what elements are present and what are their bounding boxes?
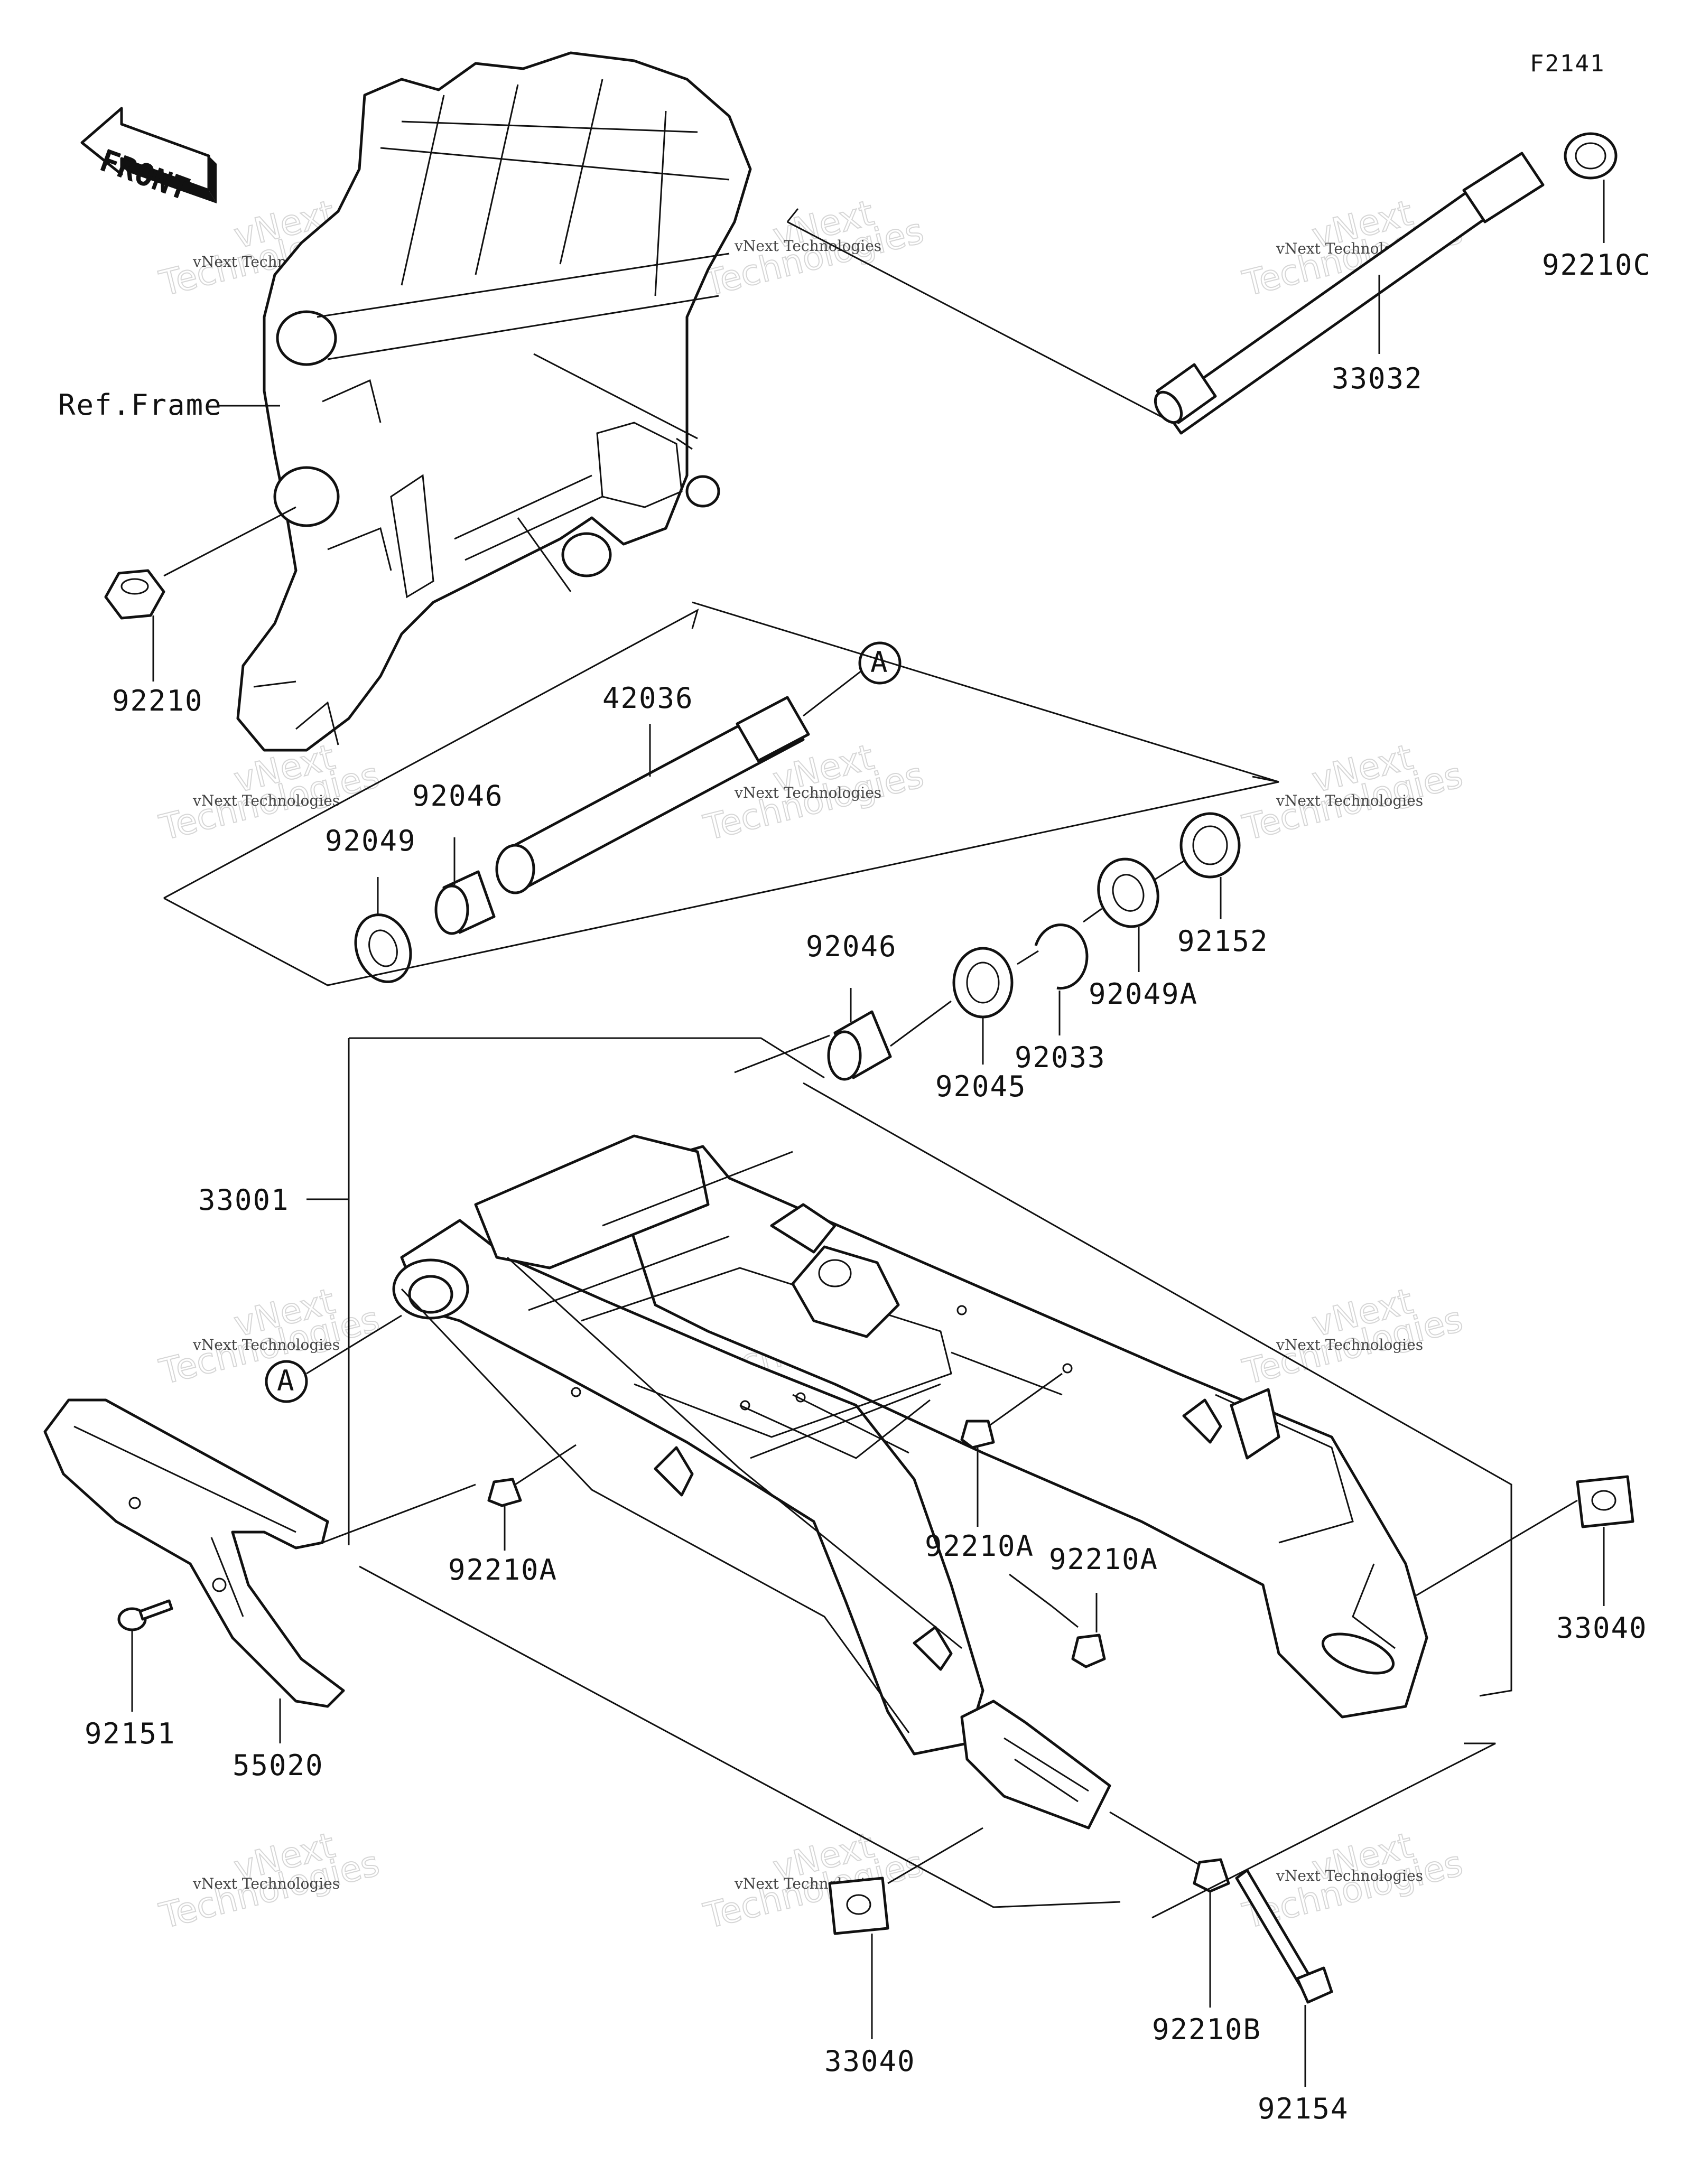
part-label-92210A-middle[interactable]: 92210A <box>925 1529 1034 1563</box>
part-label-92152[interactable]: 92152 <box>1177 925 1269 958</box>
svg-text:vNext Technologies: vNext Technologies <box>1276 792 1423 809</box>
watermark: Technologies vNext vNext Technologies <box>1238 736 1467 849</box>
svg-text:vNext Technologies: vNext Technologies <box>1276 1336 1423 1354</box>
part-label-92210[interactable]: 92210 <box>112 684 203 717</box>
circlip-92033 <box>1034 923 1089 990</box>
part-label-42036[interactable]: 42036 <box>602 682 694 715</box>
bearing-92046-upper <box>434 870 496 935</box>
part-label-92151[interactable]: 92151 <box>85 1717 176 1750</box>
svg-text:vNext Technologies: vNext Technologies <box>1276 1867 1423 1884</box>
part-label-92210A-lower[interactable]: 92210A <box>1049 1543 1158 1576</box>
nut-92210C <box>1564 132 1618 180</box>
part-label-33040-left[interactable]: 33040 <box>824 2045 916 2078</box>
part-label-33040-right[interactable]: 33040 <box>1556 1611 1648 1645</box>
diagram-code: F2141 <box>1530 50 1605 77</box>
nut-92210 <box>104 569 165 620</box>
seal-92152 <box>1179 812 1241 879</box>
watermark: Technologies vNext vNext Technologies <box>1238 1280 1467 1393</box>
part-labels: 92210C 33032 Ref.Frame 92210 42036 92046… <box>58 248 1651 2125</box>
part-label-92210C[interactable]: 92210C <box>1542 248 1651 282</box>
bearing-92046-lower <box>827 1010 892 1081</box>
part-label-92046-upper[interactable]: 92046 <box>412 779 504 813</box>
part-label-33032[interactable]: 33032 <box>1332 362 1423 395</box>
part-label-92046-lower[interactable]: 92046 <box>806 930 897 963</box>
part-label-92210A-left[interactable]: 92210A <box>448 1553 558 1586</box>
part-label-92210B[interactable]: 92210B <box>1152 2013 1261 2046</box>
screw-92151 <box>117 1599 173 1631</box>
svg-text:A: A <box>870 646 889 679</box>
nut-92210A-middle <box>960 1420 995 1449</box>
svg-text:vNext Technologies: vNext Technologies <box>192 792 340 809</box>
adjuster-block-33040-right <box>1576 1475 1634 1528</box>
front-arrow-icon: FRONT <box>80 107 217 208</box>
swingarm-33001 <box>392 1134 1428 1830</box>
svg-text:vNext Technologies: vNext Technologies <box>734 784 881 801</box>
callout-marker-a-lower: A <box>265 1360 308 1403</box>
part-label-ref-frame[interactable]: Ref.Frame <box>58 388 222 422</box>
callout-marker-a-upper: A <box>858 641 902 685</box>
frame-drawing <box>236 51 752 752</box>
svg-text:A: A <box>277 1364 295 1397</box>
part-label-92033[interactable]: 92033 <box>1015 1041 1106 1074</box>
nut-92210A-lower <box>1071 1634 1106 1668</box>
bolt-92154 <box>1235 1869 1333 2004</box>
leader-lines <box>131 180 1605 2087</box>
svg-text:vNext Technologies: vNext Technologies <box>192 1875 340 1892</box>
watermark: Technologies vNext vNext Technologies <box>155 1824 384 1937</box>
washer-92049 <box>354 913 412 983</box>
part-label-92049[interactable]: 92049 <box>325 824 416 857</box>
svg-text:vNext Technologies: vNext Technologies <box>192 1336 340 1354</box>
adjuster-block-33040-left <box>828 1877 889 1935</box>
chain-guard-55020 <box>43 1398 345 1708</box>
part-label-33001[interactable]: 33001 <box>198 1183 290 1217</box>
pivot-shaft-33032 <box>1154 152 1545 435</box>
part-label-92154[interactable]: 92154 <box>1258 2092 1349 2125</box>
svg-text:vNext Technologies: vNext Technologies <box>734 237 881 255</box>
part-label-92049A[interactable]: 92049A <box>1089 977 1198 1011</box>
washer-92049A <box>1097 857 1159 928</box>
part-label-92045[interactable]: 92045 <box>935 1070 1027 1103</box>
collar-42036 <box>495 696 810 894</box>
nut-92210A-left <box>487 1478 522 1507</box>
part-label-55020[interactable]: 55020 <box>233 1749 324 1782</box>
bearing-92045 <box>952 947 1014 1019</box>
